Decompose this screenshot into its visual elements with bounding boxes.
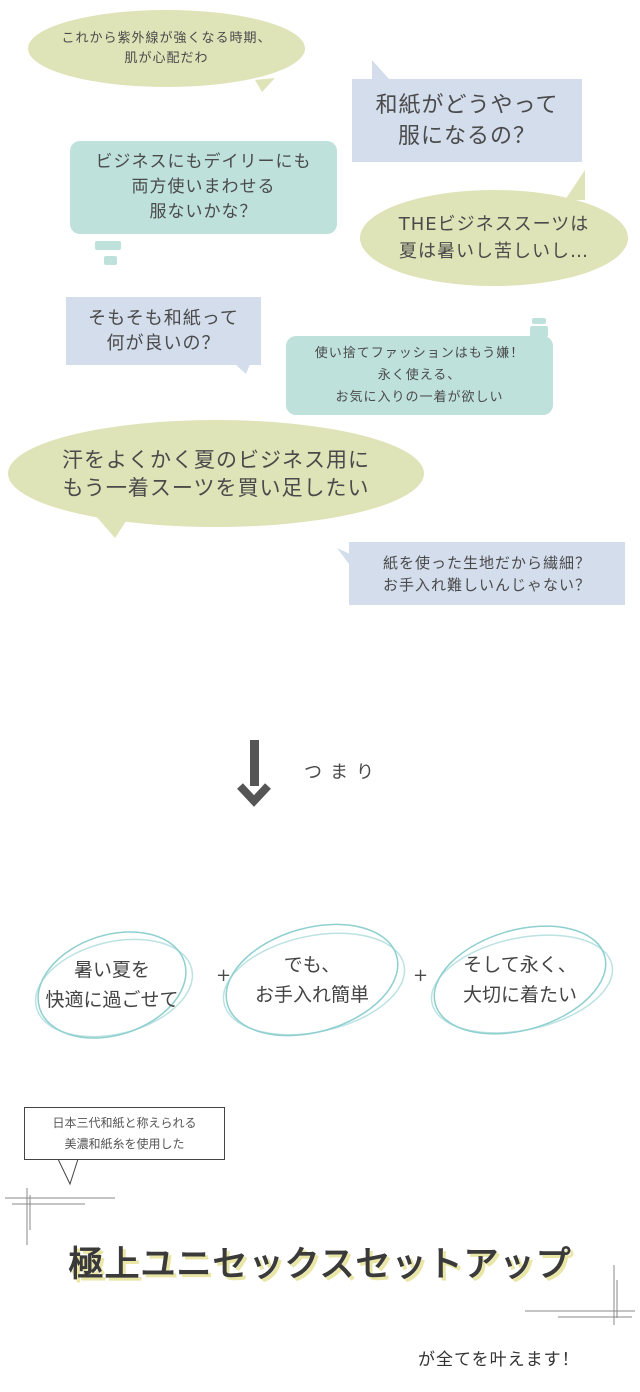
bubble-text: お手入れ難しいんじゃない？ [382, 575, 591, 594]
thought-dot [530, 326, 548, 337]
benefit-text: 大切に着たい [462, 984, 577, 1006]
bubble-text: 紙を使った生地だから繊細？ [382, 553, 591, 572]
speech-bubble: 汗をよくかく夏のビジネス用に もう一着スーツを買い足したい [8, 420, 424, 527]
benefit-item: そして永く、 大切に着たい [440, 940, 600, 1020]
bubble-text: そもそも和紙って [88, 308, 239, 329]
speech-bubble: THEビジネススーツは 夏は暑いし苦しいし… [360, 190, 628, 286]
benefit-text: でも、 [283, 954, 341, 976]
bubble-tail [235, 364, 250, 374]
bubble-text: 和紙がどうやって [375, 92, 559, 118]
callout-text: 美濃和紙糸を使用した [64, 1136, 185, 1151]
bubble-tail [337, 548, 352, 568]
thought-dot [104, 256, 117, 265]
bubble-text: 肌が心配だわ [124, 50, 209, 66]
tagline: が全てを叶えます！ [418, 1350, 580, 1370]
bubble-text: ビジネスにもデイリーにも [95, 152, 312, 172]
bubble-text: THEビジネススーツは [398, 214, 590, 235]
benefit-text: 暑い夏を [73, 959, 150, 981]
bubble-text: 何が良いの？ [106, 333, 221, 354]
speech-bubble: 和紙がどうやって 服になるの？ [352, 79, 582, 162]
bubble-tail [255, 78, 275, 92]
benefit-text: お手入れ簡単 [254, 984, 369, 1006]
speech-bubble: これから紫外線が強くなる時期、 肌が心配だわ [28, 10, 305, 87]
speech-bubble: 紙を使った生地だから繊細？ お手入れ難しいんじゃない？ [349, 542, 625, 605]
bubble-text: お気に入りの一着が欲しい [335, 389, 504, 405]
callout-text: 日本三代和紙と称えられる [52, 1115, 197, 1130]
callout-tail [57, 1158, 79, 1186]
thought-dot [532, 318, 546, 324]
callout-box: 日本三代和紙と称えられる 美濃和紙糸を使用した [24, 1107, 225, 1160]
bubble-text: 夏は暑いし苦しいし… [399, 241, 589, 262]
thought-bubble: ビジネスにもデイリーにも 両方使いまわせる 服ないかな？ [70, 141, 337, 234]
bubble-text: 服ないかな？ [149, 202, 258, 222]
transition-label: つまり [304, 762, 382, 783]
bubble-text: 汗をよくかく夏のビジネス用に [62, 447, 370, 472]
bubble-tail [372, 60, 390, 80]
thought-dot [95, 241, 121, 250]
bubble-text: 両方使いまわせる [131, 177, 276, 197]
arrow-down-icon [237, 740, 271, 807]
thought-bubble: 使い捨てファッションはもう嫌！ 永く使える、 お気に入りの一着が欲しい [286, 336, 553, 415]
ring-doodles [34, 923, 614, 1039]
benefit-item: 暑い夏を 快適に過ごせて [32, 945, 192, 1025]
benefit-text: そして永く、 [463, 954, 577, 976]
headline: 極上ユニセックスセットアップ [68, 1244, 572, 1285]
benefit-text: 快適に過ごせて [45, 989, 179, 1011]
bubble-text: もう一着スーツを買い足したい [62, 475, 370, 500]
plus-sign: + [216, 965, 232, 986]
bubble-text: 永く使える、 [377, 367, 462, 383]
benefit-item: でも、 お手入れ簡単 [232, 940, 392, 1020]
corner-lines [5, 1188, 635, 1325]
plus-sign: + [413, 965, 429, 986]
bubble-text: これから紫外線が強くなる時期、 [61, 30, 272, 46]
speech-bubble: そもそも和紙って 何が良いの？ [66, 297, 261, 365]
bubble-text: 服になるの？ [397, 123, 536, 149]
bubble-tail [565, 170, 585, 200]
bubble-text: 使い捨てファッションはもう嫌！ [314, 345, 525, 361]
